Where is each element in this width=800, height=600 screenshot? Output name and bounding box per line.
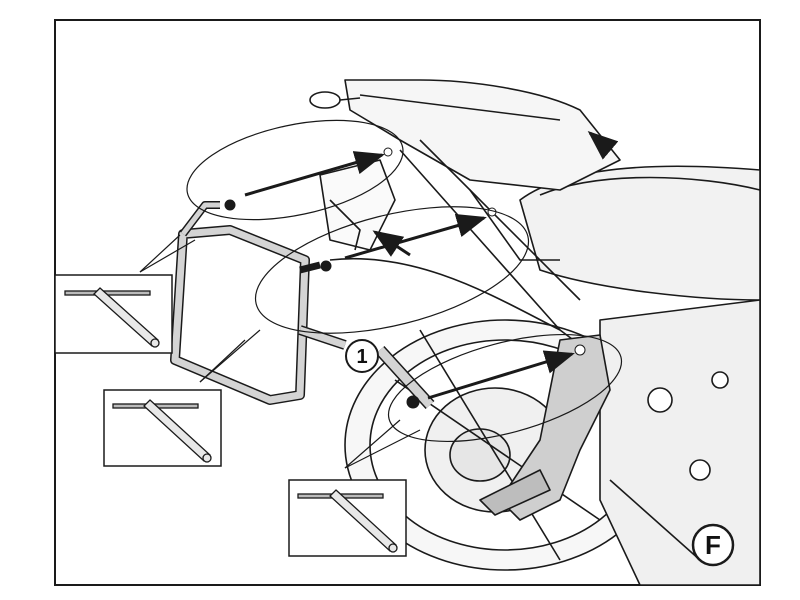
footpeg-bracket [499, 334, 611, 521]
tail-cowl [344, 79, 621, 191]
allen-key-icon [112, 399, 212, 463]
allen-key-icon [297, 489, 398, 553]
part-callout-label: 1 [356, 346, 367, 368]
bolt-peg [574, 344, 586, 356]
tool-inset-3 [288, 479, 407, 557]
arrow-seat [587, 131, 619, 160]
arrow-plate [372, 230, 411, 257]
part-callout-1: 1 [345, 339, 379, 373]
leader-lines [139, 234, 421, 469]
bolt-middle-left [320, 260, 332, 272]
rear-indicator [309, 91, 341, 109]
motorcycle [309, 79, 761, 586]
bolt-upper-left [224, 199, 236, 211]
detail-ellipses [186, 119, 623, 443]
side-rack-frame [170, 201, 435, 410]
bolt-lower [406, 395, 420, 409]
tool-inset-1 [54, 274, 173, 354]
bolt-plate [383, 147, 393, 157]
mounting-arrows [244, 131, 619, 400]
footpeg [479, 469, 551, 516]
arrow-lower [427, 350, 575, 400]
arrow-middle [344, 213, 487, 260]
step-badge: F [691, 523, 735, 567]
step-badge-label: F [705, 530, 721, 560]
arrow-upper [244, 151, 385, 197]
tool-inset-2 [103, 389, 222, 467]
allen-key-icon [64, 287, 160, 348]
